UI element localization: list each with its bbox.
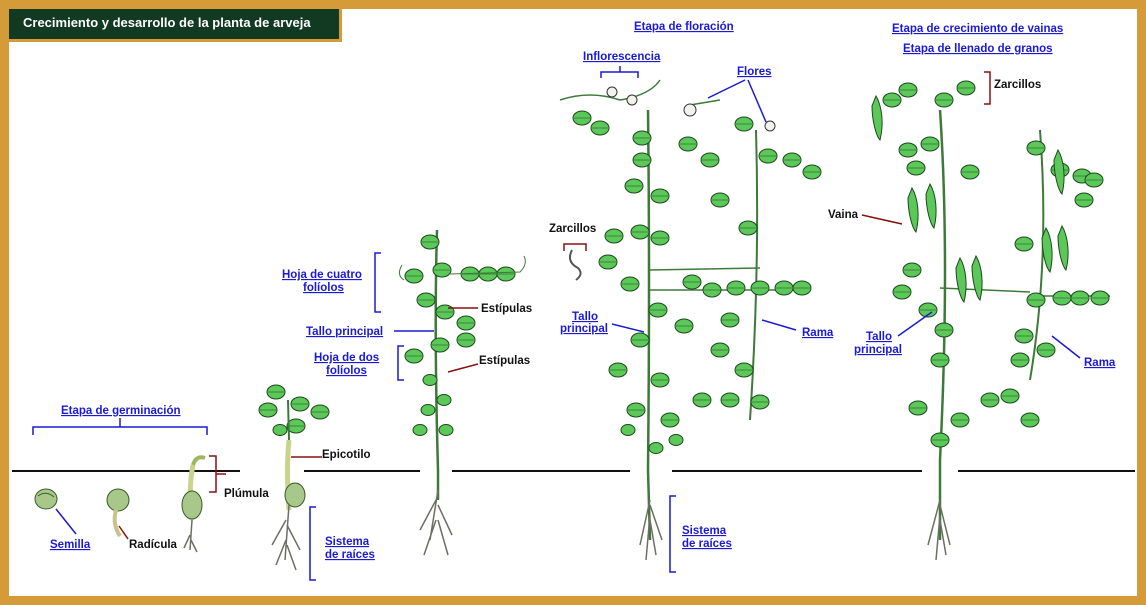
label-semilla[interactable]: Semilla bbox=[50, 539, 91, 551]
label-rama-1[interactable]: Rama bbox=[802, 327, 834, 339]
label-rama-2[interactable]: Rama bbox=[1084, 357, 1116, 369]
title-bar: Crecimiento y desarrollo de la planta de… bbox=[9, 9, 342, 42]
label-hoja-cuatro-b[interactable]: folíolos bbox=[303, 282, 344, 294]
epicotyl-seedling-illustration bbox=[258, 384, 330, 571]
label-sistema-raices-2a[interactable]: Sistema bbox=[682, 525, 727, 537]
label-plumula: Plúmula bbox=[224, 488, 269, 500]
label-sistema-raices-1b[interactable]: de raíces bbox=[325, 549, 375, 561]
stage-label-llenado-granos[interactable]: Etapa de llenado de granos bbox=[903, 43, 1053, 55]
label-sistema-raices-1a[interactable]: Sistema bbox=[325, 536, 370, 548]
seedling-plumule-illustration bbox=[181, 455, 206, 553]
stage-label-germinacion[interactable]: Etapa de germinación bbox=[61, 405, 181, 417]
label-zarcillos-2: Zarcillos bbox=[994, 79, 1041, 91]
stage-label-floracion[interactable]: Etapa de floración bbox=[634, 21, 734, 33]
label-inflorescencia[interactable]: Inflorescencia bbox=[583, 51, 661, 63]
label-estipulas-1: Estípulas bbox=[481, 303, 532, 315]
blue-callouts bbox=[55, 66, 1081, 581]
diagram-title: Crecimiento y desarrollo de la planta de… bbox=[23, 15, 311, 30]
seed-illustration bbox=[34, 488, 58, 510]
podding-plant-illustration bbox=[871, 80, 1110, 561]
label-tallo-principal-1[interactable]: Tallo principal bbox=[306, 326, 383, 338]
young-plant-illustration bbox=[398, 229, 526, 556]
label-zarcillos-1: Zarcillos bbox=[549, 223, 596, 235]
label-tallo-principal-3a[interactable]: Tallo bbox=[866, 331, 892, 343]
label-radicula: Radícula bbox=[129, 539, 178, 551]
label-tallo-principal-3b[interactable]: principal bbox=[854, 344, 902, 356]
label-hoja-dos-a[interactable]: Hoja de dos bbox=[314, 352, 379, 364]
label-hoja-cuatro-a[interactable]: Hoja de cuatro bbox=[282, 269, 362, 281]
red-callouts bbox=[118, 71, 991, 540]
diagram-svg: Etapa de germinación Etapa de floración … bbox=[12, 21, 1135, 581]
seed-radicle-illustration bbox=[106, 488, 130, 538]
label-sistema-raices-2b[interactable]: de raíces bbox=[682, 538, 732, 550]
stage-label-crecimiento-vainas[interactable]: Etapa de crecimiento de vainas bbox=[892, 23, 1063, 35]
flowering-plant-illustration bbox=[559, 79, 822, 561]
label-tallo-principal-2a[interactable]: Tallo bbox=[572, 311, 598, 323]
label-estipulas-2: Estípulas bbox=[479, 355, 530, 367]
label-vaina: Vaina bbox=[828, 209, 859, 221]
germination-bracket bbox=[32, 418, 208, 435]
label-epicotilo: Epicotilo bbox=[322, 449, 371, 461]
label-flores[interactable]: Flores bbox=[737, 66, 772, 78]
label-tallo-principal-2b[interactable]: principal bbox=[560, 323, 608, 335]
diagram-canvas: Crecimiento y desarrollo de la planta de… bbox=[9, 9, 1137, 596]
label-hoja-dos-b[interactable]: folíolos bbox=[326, 365, 367, 377]
